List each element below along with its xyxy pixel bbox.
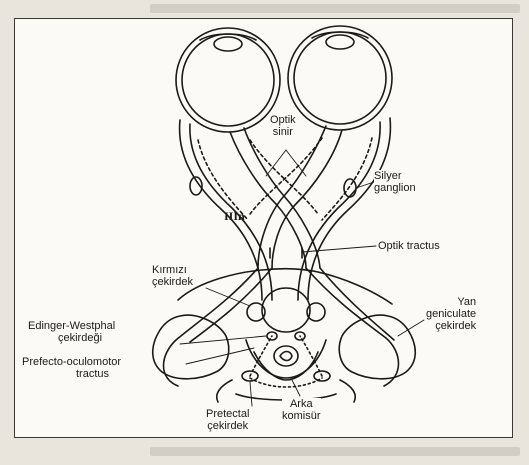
right-ciliary-ganglion — [344, 179, 356, 197]
label-iiin: IIIn — [224, 210, 245, 222]
optic-nerves — [230, 126, 342, 268]
label-edinger-westphal: Edinger-Westphal çekirdeği — [28, 320, 115, 344]
label-pretectal-cekirdek: Pretectal çekirdek — [206, 408, 249, 432]
label-silyer-ganglion: Silyer ganglion — [374, 170, 416, 194]
label-yan-geniculate: Yan geniculate çekirdek — [426, 296, 476, 332]
midbrain-outline — [153, 269, 416, 402]
label-pretecto-oculomotor: Prefecto-oculomotor tractus — [22, 356, 121, 380]
left-eyeball — [176, 28, 280, 132]
right-eyeball — [288, 26, 392, 130]
label-optik-tractus: Optik tractus — [378, 240, 440, 252]
label-optik-sinir: Optik sinir — [270, 114, 296, 138]
right-oculomotor-nerve — [298, 118, 390, 300]
label-kirmizi-cekirdek: Kırmızı çekirdek — [152, 264, 193, 288]
label-arka-komisur: Arka komisür — [282, 398, 321, 422]
